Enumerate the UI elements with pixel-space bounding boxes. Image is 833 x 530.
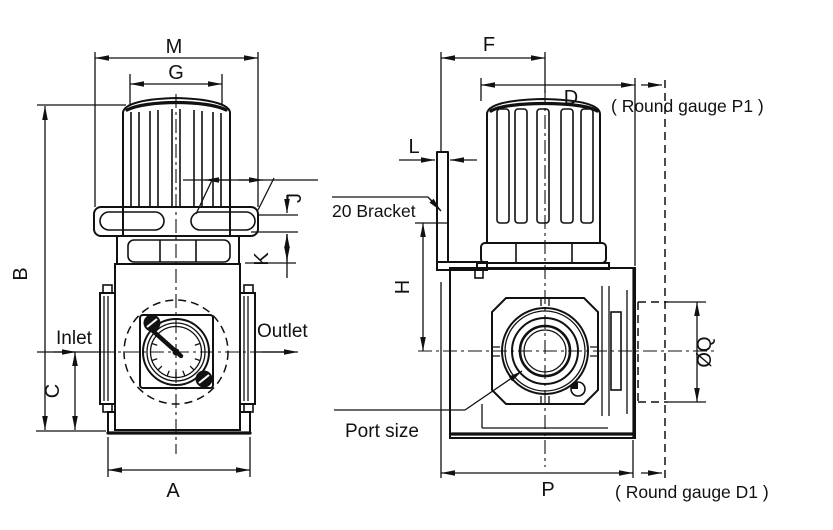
round-gauge-profile: [637, 80, 668, 480]
front-outlet-flange: [239, 284, 256, 413]
round-gauge-p1-note: ( Round gauge P1 ): [611, 96, 764, 116]
dim-p: P ( Round gauge D1 ): [440, 282, 769, 502]
dim-c-label: C: [42, 384, 64, 398]
inlet-flow: Inlet: [37, 328, 100, 355]
dim-m-label: M: [166, 36, 183, 58]
dim-d: D ( Round gauge P1 ): [480, 78, 764, 266]
bracket-note-label: 20 Bracket: [332, 201, 416, 221]
dim-a: A: [107, 437, 251, 502]
front-ear-slot-left: [99, 211, 165, 231]
front-inlet-flange: [99, 284, 116, 413]
dim-j-label: J: [284, 193, 306, 203]
dim-f-label: F: [483, 34, 495, 56]
side-view: F D ( Round gauge P1 ) L 20 Bracket H: [332, 34, 769, 502]
gauge-screw-top-left: [143, 314, 161, 332]
dim-oq-label: ØQ: [694, 336, 716, 367]
front-view: Inlet Outlet M G B C: [10, 36, 318, 502]
round-gauge-d1-note: ( Round gauge D1 ): [615, 482, 769, 502]
side-knob-ribs: [496, 108, 594, 224]
dim-k: K: [245, 234, 296, 278]
side-knob: [476, 97, 610, 270]
dim-l: L: [399, 136, 477, 163]
port-size-label: Port size: [345, 421, 419, 442]
side-body: [449, 267, 636, 439]
side-knob-collar: [480, 242, 607, 264]
dim-b: B: [10, 104, 126, 432]
dim-g-label: G: [168, 62, 184, 84]
dim-j: J: [251, 193, 306, 251]
front-ear-slot-right: [190, 211, 256, 231]
dim-p-label: P: [541, 479, 554, 501]
dim-g: G: [129, 62, 223, 105]
dim-a-label: A: [166, 480, 180, 502]
dim-k-label: K: [251, 252, 273, 266]
dim-slot-length: [183, 177, 318, 215]
dim-f: F: [440, 34, 546, 151]
outlet-label: Outlet: [257, 321, 308, 342]
dim-b-label: B: [10, 267, 32, 280]
side-bracket: [436, 151, 488, 279]
dim-h: H: [392, 222, 449, 351]
port-size-note: Port size: [334, 370, 523, 442]
front-bonnet: [116, 235, 240, 265]
dim-c: C: [42, 352, 78, 430]
outlet-flow: Outlet: [256, 321, 308, 355]
dim-d-label: D: [564, 87, 578, 109]
dim-m: M: [94, 36, 259, 207]
gauge-screw-bottom-right: [195, 370, 213, 388]
front-body: [106, 263, 252, 435]
front-knob: [122, 96, 231, 237]
dim-oq: ØQ: [668, 301, 716, 403]
front-knob-ribs: [130, 109, 222, 207]
dim-l-label: L: [408, 136, 419, 158]
dim-h-label: H: [392, 280, 414, 294]
bracket-note: 20 Bracket: [332, 196, 442, 221]
side-screw-detail: [570, 381, 586, 397]
inlet-label: Inlet: [56, 328, 93, 349]
